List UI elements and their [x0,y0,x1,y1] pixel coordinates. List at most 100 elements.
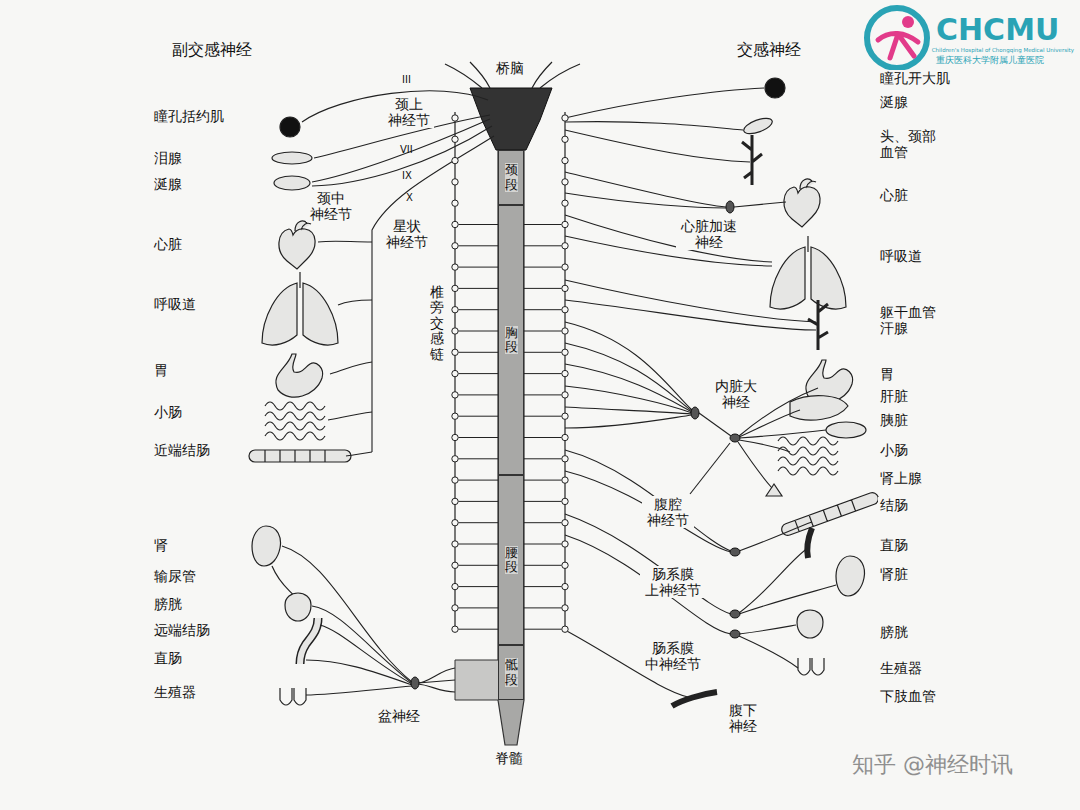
section-heading: 交感神经 [735,40,803,59]
chain-ganglion [562,626,568,632]
chain-ganglion [562,392,568,398]
spinal-segment: 胸段 [498,205,524,475]
segment-label: 颈段 [505,163,518,192]
chain-ganglion [452,605,458,611]
ramus-line [524,629,562,630]
organ-label: 近端结肠 [152,442,212,459]
logo-subtext: Children's Hospital of Chongqing Medical… [930,47,1076,54]
organ-label: 肾 [152,537,170,554]
segment-label: 胸段 [505,326,518,355]
section-heading: 副交感神经 [170,40,254,59]
ramus-line [459,394,499,395]
ramus-line [459,416,499,417]
organ-label: 涎腺 [152,176,184,193]
ramus-line [524,267,562,268]
ramus-line [459,458,499,459]
spinal-segment: 颈段 [498,150,524,205]
sacral-roots [455,660,498,700]
ramus-line [524,224,562,225]
ramus-line [524,288,562,289]
region-label: 桥脑 [494,60,526,77]
organ-label: 肾脏 [878,566,910,583]
chain-ganglion [452,307,458,313]
ramus-line [459,565,499,566]
chain-ganglion [452,179,458,185]
organ-label: 小肠 [152,404,184,421]
nerve-number: X [404,192,415,204]
chain-ganglion [452,413,458,419]
chain-label: 椎旁交感链 [428,285,446,362]
organ-label: 肝脏 [878,388,910,405]
organ-label: 生殖器 [878,660,924,677]
nerve-label: 腹下 神经 [724,702,762,734]
organ-label: 下肢血管 [878,688,938,705]
chain-ganglion [562,605,568,611]
chain-ganglion [452,392,458,398]
watermark: 知乎 @神经时讯 [850,752,1015,778]
chain-ganglion [562,434,568,440]
chain-ganglion [562,456,568,462]
ramus-line [459,480,499,481]
ramus-line [459,544,499,545]
chain-ganglion [562,413,568,419]
chain-ganglion [452,136,458,142]
organ-label: 心脏 [152,236,184,253]
chain-ganglion [562,200,568,206]
sympathetic-chains [452,112,568,632]
chain-ganglion [562,370,568,376]
chain-ganglion [452,498,458,504]
ramus-line [524,586,562,587]
ramus-line [524,501,562,502]
ganglion-label: 肠系膜 上神经节 [640,566,706,598]
ganglion-label: 肠系膜 中神经节 [640,640,706,672]
logo-text: CHCMU [934,12,1061,48]
chain-ganglion [452,562,458,568]
chain-ganglion [452,583,458,589]
organ-label: 泪腺 [152,150,184,167]
ramus-line [459,373,499,374]
chain-ganglion [562,520,568,526]
nerve-label: 盆神经 [376,708,422,725]
organ-label: 呼吸道 [878,248,924,265]
nerve-fibres [282,88,836,697]
chain-ganglion [562,243,568,249]
chain-ganglion [452,370,458,376]
organ-label: 肾上腺 [878,470,924,487]
chain-ganglion [452,541,458,547]
ganglion-label: 星状 神经节 [382,218,432,250]
organ-label: 瞳孔括约肌 [152,108,226,125]
organ-label: 生殖器 [152,684,198,701]
chain-ganglion [562,157,568,163]
nerve-number: III [400,74,413,86]
chain-ganglion [562,498,568,504]
ramus-line [459,267,499,268]
chain-ganglion [452,243,458,249]
ganglia [411,201,740,689]
chain-ganglion [452,626,458,632]
nerve-label: 内脏大 神经 [710,378,762,410]
ganglion-label: 颈上 神经节 [384,96,434,128]
nerve-number: VII [398,144,415,156]
chain-ganglion [562,221,568,227]
ganglion-label: 颈中 神经节 [306,190,356,222]
organ-label: 心脏 [878,187,910,204]
ramus-line [524,565,562,566]
organ-label: 膀胱 [878,624,910,641]
ramus-line [459,522,499,523]
ramus-line [524,458,562,459]
chain-ganglion [562,328,568,334]
chain-ganglion [562,349,568,355]
organ-label: 膀胱 [152,596,184,613]
spinal-segment: 骶段 [498,645,524,700]
ramus-line [459,501,499,502]
nerve-number: IX [400,170,414,182]
ramus-line [459,607,499,608]
chain-ganglion [452,434,458,440]
ramus-line [459,288,499,289]
segment-label: 骶段 [505,658,518,687]
organ-label: 胃 [152,362,170,379]
organ-label: 输尿管 [152,568,198,585]
ramus-line [459,437,499,438]
organ-label: 结肠 [878,497,910,514]
chain-ganglion [562,264,568,270]
